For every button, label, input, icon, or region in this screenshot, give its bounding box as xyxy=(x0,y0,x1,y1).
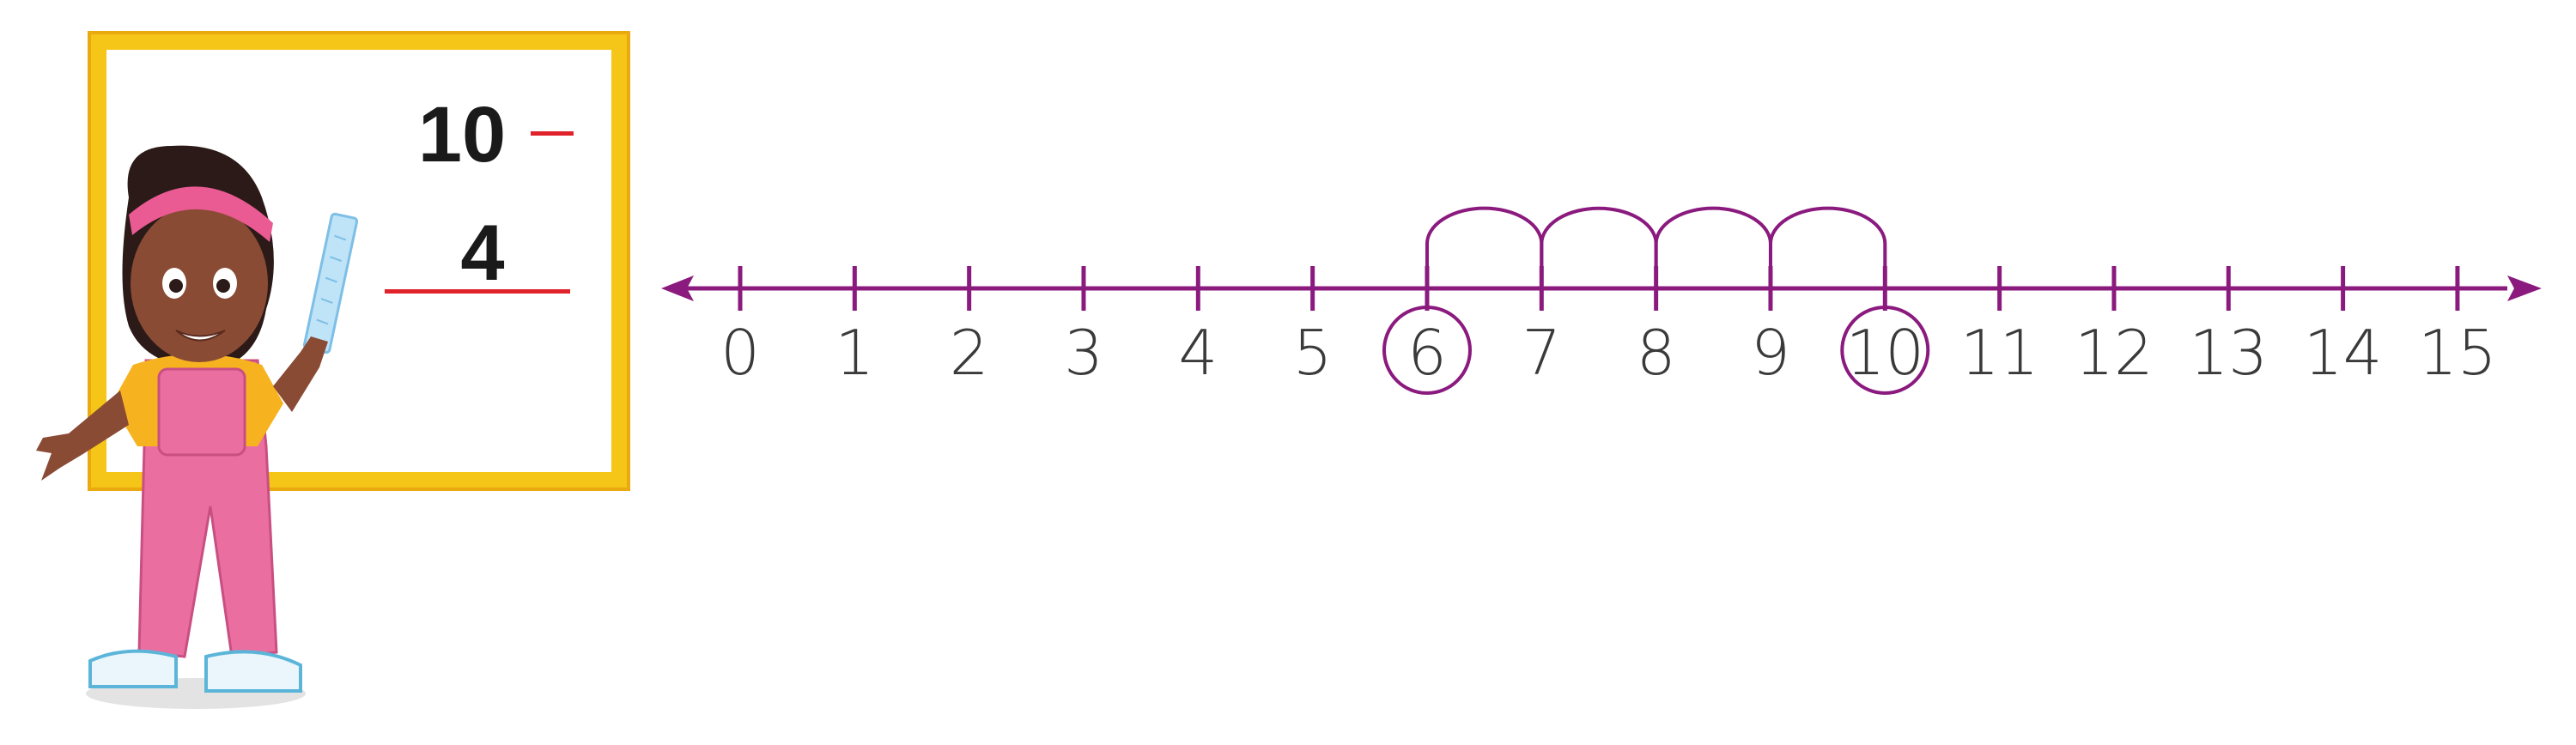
minuend: 10 xyxy=(418,91,506,179)
subtrahend: 4 xyxy=(460,209,504,297)
arrow-right-icon xyxy=(2507,276,2542,301)
tick-label-13: 13 xyxy=(2189,317,2268,389)
tick-label-10: 10 xyxy=(1845,317,1924,389)
hop-arc-6-7 xyxy=(1425,206,1544,266)
shoe-right xyxy=(204,650,302,693)
circle-marker-6 xyxy=(1382,306,1472,395)
minus-sign xyxy=(531,131,574,136)
answer-underline xyxy=(385,289,570,294)
tick-label-8: 8 xyxy=(1637,317,1676,389)
tick-label-7: 7 xyxy=(1522,317,1561,389)
right-arm xyxy=(273,336,328,412)
circle-marker-10 xyxy=(1840,306,1930,395)
face xyxy=(131,204,268,362)
tick-label-14: 14 xyxy=(2304,317,2383,389)
arrow-left-icon xyxy=(661,276,694,301)
tick-label-1: 1 xyxy=(835,317,874,389)
hop-arc-9-10 xyxy=(1768,206,1887,266)
tick-label-0: 0 xyxy=(720,317,760,389)
tick-label-3: 3 xyxy=(1064,317,1103,389)
left-arm xyxy=(36,391,129,481)
hop-arc-8-9 xyxy=(1654,206,1772,266)
headband xyxy=(129,186,273,242)
tick-label-2: 2 xyxy=(950,317,989,389)
girl-illustration xyxy=(36,145,359,709)
tick-label-6: 6 xyxy=(1407,317,1447,389)
tick-label-15: 15 xyxy=(2418,317,2497,389)
tick-label-5: 5 xyxy=(1293,317,1333,389)
tick-label-9: 9 xyxy=(1751,317,1790,389)
tick-label-4: 4 xyxy=(1178,317,1218,389)
hop-arc-7-8 xyxy=(1540,206,1658,266)
tick-label-12: 12 xyxy=(2075,317,2154,389)
shoe-left xyxy=(88,649,178,688)
tick-label-11: 11 xyxy=(1960,317,2039,389)
